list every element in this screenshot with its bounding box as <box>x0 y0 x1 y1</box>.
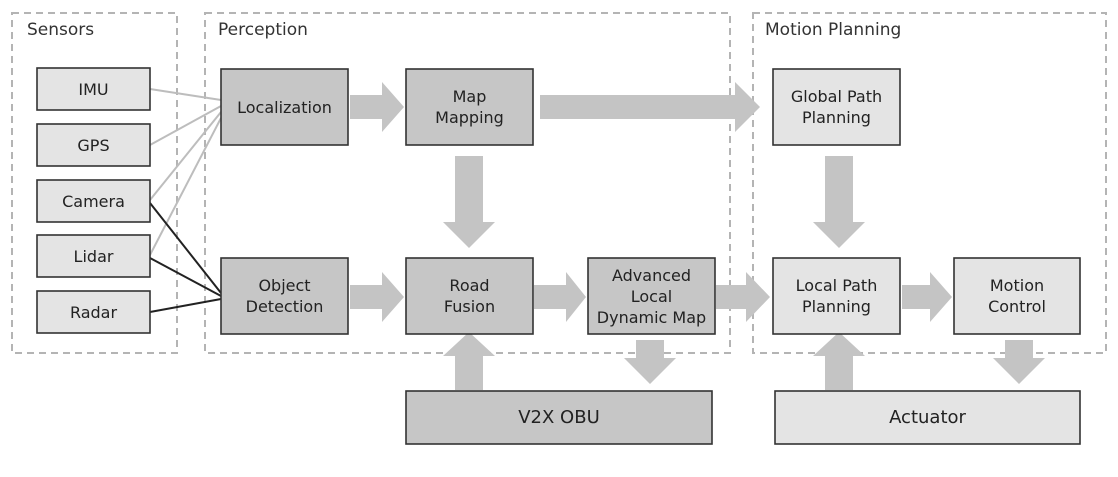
gps-box <box>36 123 151 167</box>
arrow-motion-control-to-actuator <box>993 340 1045 384</box>
motion-control-box <box>953 257 1081 335</box>
motion-planning-group-frame <box>752 12 1107 354</box>
arrow-global-to-local-path <box>813 156 865 248</box>
camera-box <box>36 179 151 223</box>
map-mapping-box <box>405 68 534 146</box>
lidar-box <box>36 234 151 278</box>
arrow-localization-to-map <box>350 82 404 132</box>
sensor-to-object-detection-lines <box>149 202 222 313</box>
object-detection-box <box>220 257 349 335</box>
sensor-to-localization-lines <box>149 88 222 256</box>
arrow-actuator-to-local-path <box>813 332 865 390</box>
arrow-ldm-to-v2x <box>624 340 676 384</box>
arrow-object-to-road-fusion <box>350 272 404 322</box>
arrow-v2x-to-road-fusion <box>443 332 495 390</box>
v2x-obu-box <box>405 390 713 445</box>
arrow-map-to-road-fusion <box>443 156 495 248</box>
arrow-map-to-global-path <box>540 82 760 132</box>
global-path-box <box>772 68 901 146</box>
perception-group-frame <box>204 12 731 354</box>
imu-box <box>36 67 151 111</box>
radar-box <box>36 290 151 334</box>
ldm-box <box>587 257 716 335</box>
localization-box <box>220 68 349 146</box>
arrow-road-fusion-to-ldm <box>534 272 586 322</box>
sensors-group-label: Sensors <box>27 20 95 40</box>
actuator-box <box>774 390 1081 445</box>
sensors-group-frame <box>11 12 178 354</box>
local-path-box <box>772 257 901 335</box>
arrow-local-to-motion-control <box>902 272 952 322</box>
perception-group-label: Perception <box>218 20 308 40</box>
road-fusion-box <box>405 257 534 335</box>
motion-planning-group-label: Motion Planning <box>765 20 902 40</box>
arrow-ldm-to-local-path <box>716 272 770 322</box>
